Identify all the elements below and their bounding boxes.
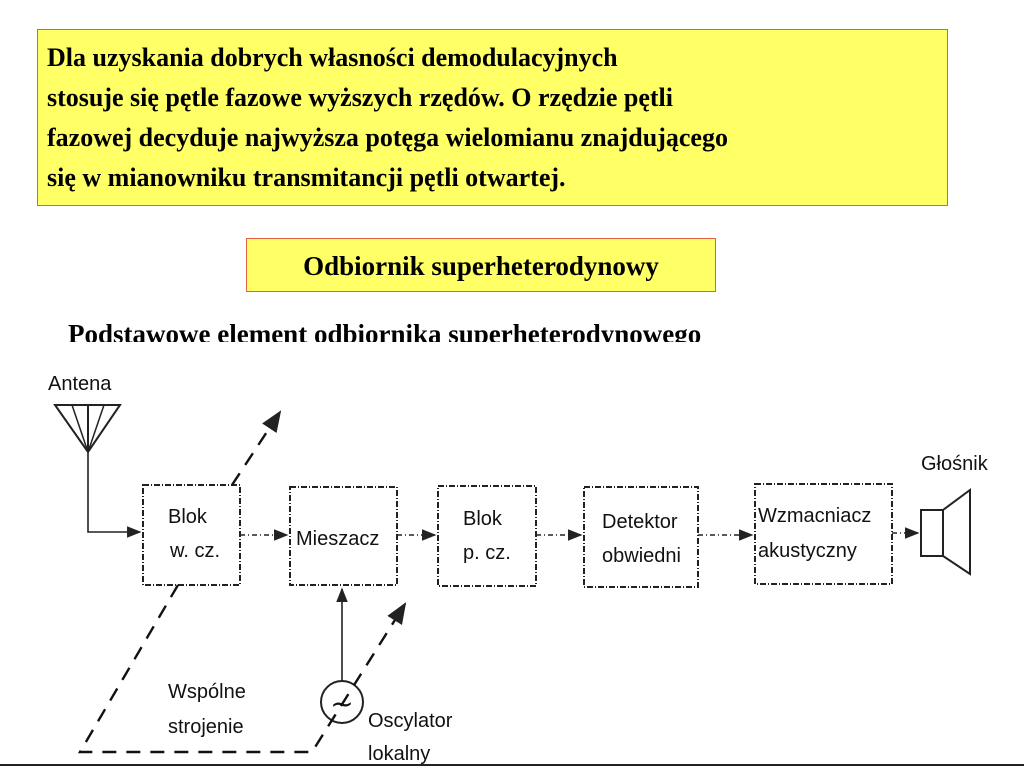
detector-block-label-2: obwiedni	[602, 545, 681, 567]
detector-block: Detektor obwiedni	[583, 486, 699, 588]
note-line-2: stosuje się pętle fazowe wyższych rzędów…	[47, 83, 673, 112]
speaker-icon	[920, 488, 971, 576]
detector-block-label-1: Detektor	[602, 511, 678, 533]
rf-block: Blok w. cz.	[142, 484, 241, 586]
common-tuning-link	[77, 410, 407, 754]
oscillator-icon: ~	[320, 680, 364, 724]
note-line-1: Dla uzyskania dobrych własności demodula…	[47, 43, 618, 72]
antenna-icon	[53, 404, 142, 538]
if-block-label-1: Blok	[463, 508, 503, 530]
note-line-4: się w mianowniku transmitancji pętli otw…	[47, 163, 566, 192]
rf-block-label-2: w. cz.	[169, 540, 220, 562]
amplifier-block: Wzmacniacz akustyczny	[754, 483, 893, 585]
note-line-3: fazowej decyduje najwyższa potęga wielom…	[47, 123, 728, 152]
rf-block-label-1: Blok	[168, 506, 208, 528]
antenna-label: Antena	[48, 373, 112, 395]
amplifier-block-label-1: Wzmacniacz	[758, 505, 871, 527]
slide-title: Odbiornik superheterodynowy	[246, 238, 716, 292]
oscillator-label-2: lokalny	[368, 743, 430, 765]
common-tuning-label-1: Wspólne	[168, 681, 246, 703]
mixer-block-label: Mieszacz	[296, 528, 379, 550]
oscillator-label-1: Oscylator	[368, 710, 453, 732]
amplifier-block-label-2: akustyczny	[758, 540, 857, 562]
info-note-box: Dla uzyskania dobrych własności demodula…	[37, 29, 948, 206]
if-block: Blok p. cz.	[437, 485, 537, 587]
mixer-block: Mieszacz	[289, 486, 398, 586]
common-tuning-label-2: strojenie	[168, 716, 244, 738]
slide-subtitle: Podstawowe element odbiornika superheter…	[68, 319, 702, 342]
if-block-label-2: p. cz.	[463, 542, 511, 564]
speaker-label: Głośnik	[921, 453, 989, 475]
